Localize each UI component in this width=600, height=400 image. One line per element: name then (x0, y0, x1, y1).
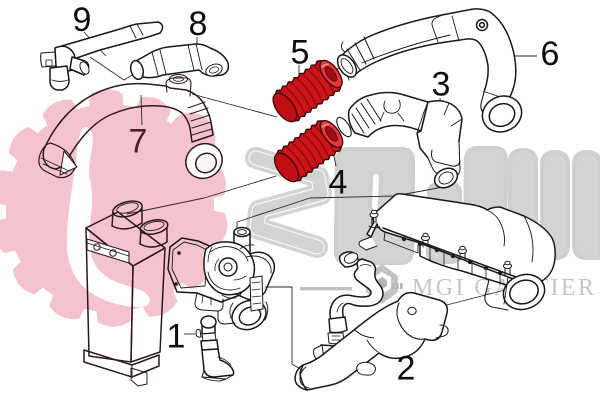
svg-text:2: 2 (397, 350, 416, 388)
svg-text:8: 8 (189, 5, 208, 43)
svg-text:6: 6 (541, 35, 560, 73)
svg-text:3: 3 (432, 66, 451, 104)
svg-text:4: 4 (329, 164, 348, 202)
svg-text:5: 5 (291, 34, 310, 72)
svg-text:7: 7 (129, 123, 148, 161)
svg-text:1: 1 (167, 318, 186, 356)
svg-text:9: 9 (73, 1, 92, 39)
